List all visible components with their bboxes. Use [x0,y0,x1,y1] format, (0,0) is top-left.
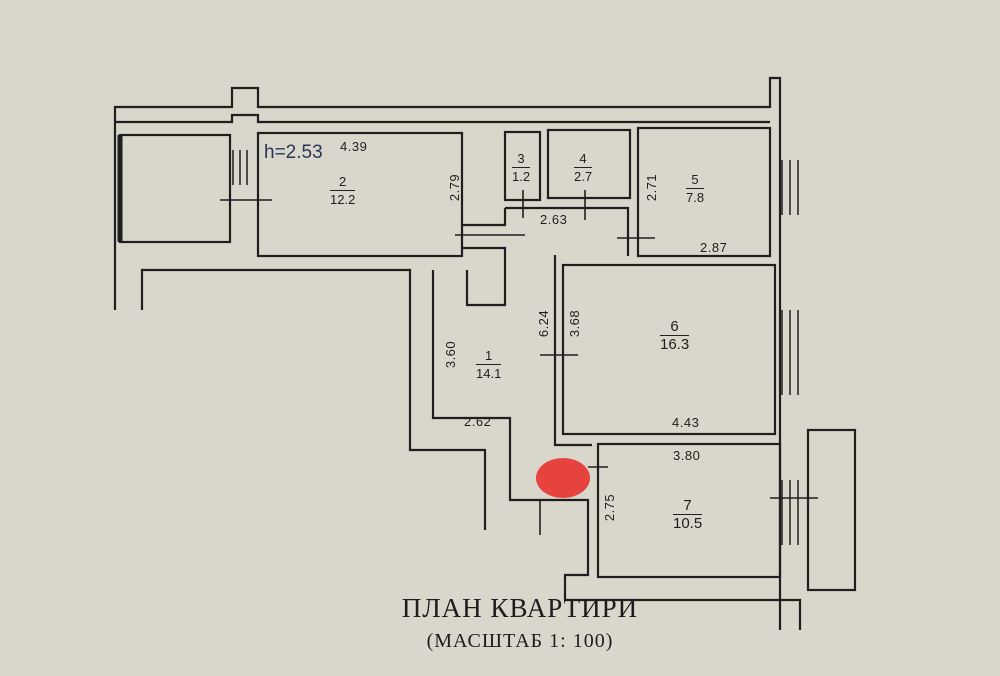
ceiling-height-label: h=2.53 [264,142,323,163]
room-number: 6 [660,318,690,336]
dimension-label: 2.62 [464,414,492,429]
outer-wall-inner [115,113,770,124]
dimension-label: 2.75 [602,493,618,522]
room-area: 7.8 [686,190,705,205]
room-number: 5 [686,171,705,189]
room-small-left [118,133,232,244]
room-area: 2.7 [574,169,593,184]
plan-title: ПЛАН КВАРТИРИ [401,593,639,623]
room-7-outline [596,442,782,579]
room-number: 7 [673,497,703,515]
dimension-label: 3.60 [443,340,459,369]
dimension-label: 6.24 [536,309,552,338]
balcony-outline [806,428,857,592]
room-area: 16.3 [660,336,690,353]
plan-scale: (МАСШТАБ 1: 100) [426,630,614,652]
dimension-label: 2.79 [447,173,463,202]
room-area: 10.5 [673,515,703,532]
room-4-outline [546,128,632,200]
corridor-wall [462,246,507,307]
dimension-label: 4.43 [672,415,700,430]
corridor-wall [505,206,630,256]
room-area: 12.2 [330,192,356,207]
dimension-label: 3.80 [673,448,701,463]
dimension-label: 2.87 [700,240,728,255]
room-number: 4 [574,150,593,168]
corridor-wall [462,208,507,227]
dimension-label: 2.63 [540,212,568,227]
room-5-outline [636,126,772,258]
dimension-label: 4.39 [340,139,368,154]
door-marks [220,190,818,535]
room-area: 14.1 [476,366,502,381]
left-wall [140,268,487,530]
room-area: 1.2 [512,169,531,184]
room-number: 2 [330,173,356,191]
dimension-label: 2.71 [644,173,660,202]
hall-wall [553,255,592,447]
room-number: 3 [512,150,531,168]
windows [232,150,799,545]
room-number: 1 [476,347,502,365]
dimension-label: 3.68 [567,309,583,338]
red-marker [536,458,590,498]
room-6-outline [561,263,777,436]
inner-wall [431,270,802,630]
room-2-outline [256,131,464,258]
outer-wall [113,76,782,630]
